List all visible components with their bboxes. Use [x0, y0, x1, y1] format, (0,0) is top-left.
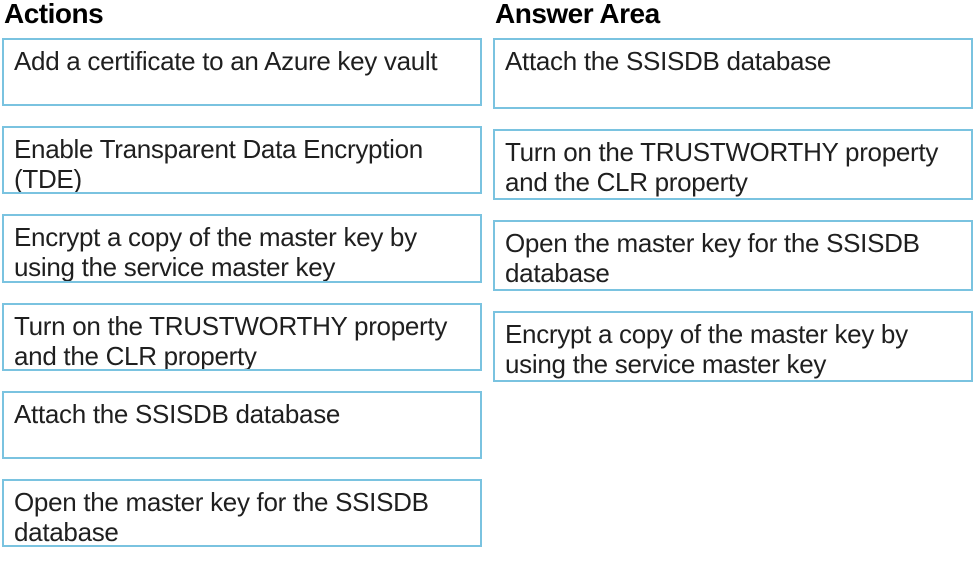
action-card-3[interactable]: Encrypt a copy of the master key by usin…: [2, 214, 482, 283]
answer-card-2[interactable]: Turn on the TRUSTWORTHY property and the…: [493, 129, 973, 200]
answer-card-1[interactable]: Attach the SSISDB database: [493, 38, 973, 109]
action-card-4[interactable]: Turn on the TRUSTWORTHY property and the…: [2, 302, 482, 371]
answer-area-column: Answer Area Attach the SSISDB database T…: [493, 0, 973, 567]
answer-area-heading: Answer Area: [495, 0, 660, 29]
action-card-1[interactable]: Add a certificate to an Azure key vault: [2, 38, 482, 107]
actions-column: Actions Add a certificate to an Azure ke…: [2, 0, 482, 567]
action-card-2[interactable]: Enable Transparent Data Encryption (TDE): [2, 126, 482, 195]
answer-card-3[interactable]: Open the master key for the SSISDB datab…: [493, 220, 973, 291]
action-card-5[interactable]: Attach the SSISDB database: [2, 390, 482, 459]
actions-heading: Actions: [4, 0, 104, 29]
answer-card-4[interactable]: Encrypt a copy of the master key by usin…: [493, 311, 973, 382]
action-card-6[interactable]: Open the master key for the SSISDB datab…: [2, 478, 482, 548]
